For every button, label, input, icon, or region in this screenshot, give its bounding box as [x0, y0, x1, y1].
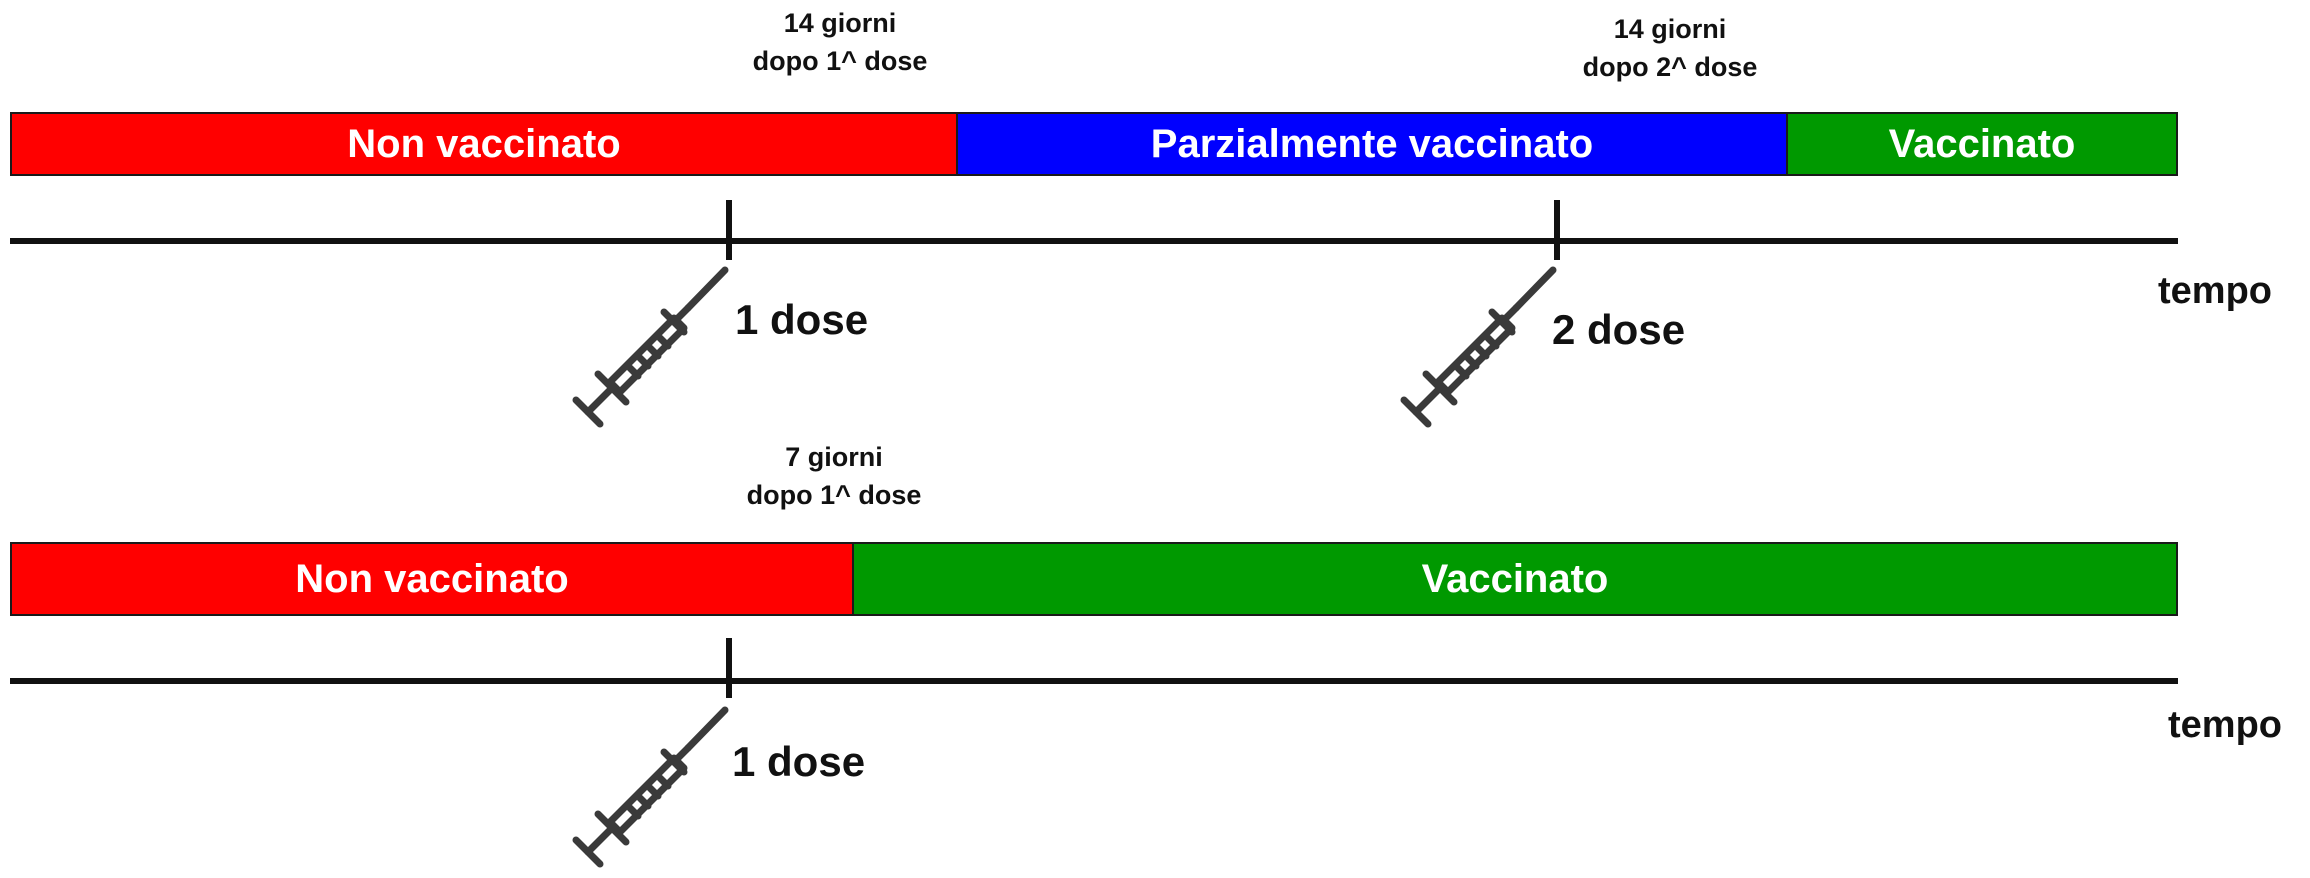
note-7-days-after-first-dose: 7 giorni dopo 1^ dose — [714, 438, 954, 514]
note-line-2: dopo 1^ dose — [746, 480, 922, 510]
dose-2-label: 2 dose — [1552, 306, 1686, 353]
time-axis — [10, 678, 2178, 684]
dose-1-label: 1 dose — [735, 296, 869, 343]
syringe-icon — [560, 698, 740, 878]
segment-label: Non vaccinato — [295, 556, 569, 601]
note-line-1: 14 giorni — [783, 8, 897, 38]
note-line-2: dopo 1^ dose — [752, 46, 928, 76]
note-14-days-after-second-dose: 14 giorni dopo 2^ dose — [1550, 10, 1790, 86]
dose-2-tick — [1554, 200, 1560, 260]
dose-1-label: 1 dose — [732, 738, 866, 785]
segment-label: Parzialmente vaccinato — [1150, 121, 1594, 166]
time-axis — [10, 238, 2178, 244]
note-line-1: 14 giorni — [1613, 14, 1727, 44]
axis-label-tempo: tempo — [2158, 270, 2272, 312]
segment-non-vaccinato: Non vaccinato — [10, 112, 958, 176]
segment-non-vaccinato: Non vaccinato — [10, 542, 854, 616]
axis-label-tempo: tempo — [2168, 704, 2282, 746]
segment-parzialmente-vaccinato: Parzialmente vaccinato — [956, 112, 1788, 176]
dose-1-tick — [726, 638, 732, 698]
syringe-icon — [560, 258, 740, 438]
syringe-icon — [1388, 258, 1568, 438]
segment-label: Vaccinato — [1421, 556, 1609, 601]
note-line-1: 7 giorni — [785, 442, 883, 472]
segment-label: Non vaccinato — [347, 121, 621, 166]
segment-label: Vaccinato — [1888, 121, 2076, 166]
dose-1-tick — [726, 200, 732, 260]
note-14-days-after-first-dose: 14 giorni dopo 1^ dose — [720, 4, 960, 80]
segment-vaccinato: Vaccinato — [1786, 112, 2178, 176]
note-line-2: dopo 2^ dose — [1582, 52, 1758, 82]
segment-vaccinato: Vaccinato — [852, 542, 2178, 616]
